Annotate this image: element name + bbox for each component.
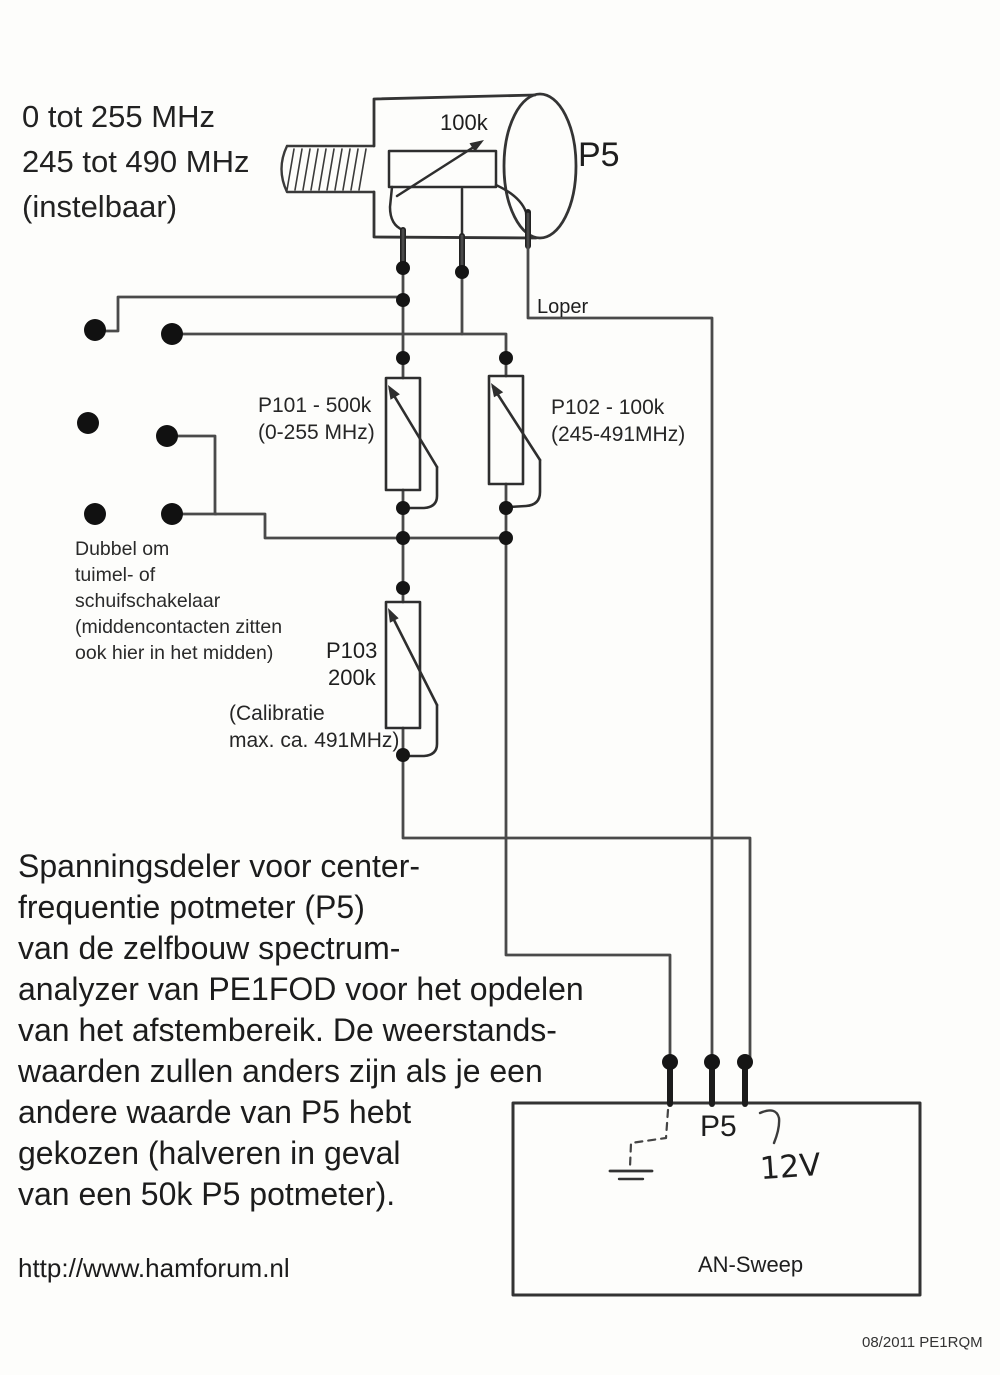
- description-line: analyzer van PE1FOD voor het opdelen: [18, 971, 584, 1007]
- calibration-note-line: (Calibratie: [229, 702, 325, 725]
- junction-dot: [396, 261, 410, 275]
- ground-symbol: [608, 1169, 654, 1181]
- terminal-dot: [737, 1054, 753, 1070]
- p101-label: P101 - 500k: [258, 394, 372, 417]
- p5-potentiometer-drawing: [280, 92, 578, 269]
- switch-note-line: (middencontacten zitten: [75, 616, 283, 638]
- switch-note-line: schuifschakelaar: [75, 590, 221, 612]
- junction-dot: [396, 351, 410, 365]
- switch-contact-dot: [84, 503, 106, 525]
- description-line: van het afstembereik. De weerstands-: [18, 1012, 557, 1048]
- switch-contact-dot: [77, 412, 99, 434]
- description-line: waarden zullen anders zijn als je een: [18, 1053, 543, 1089]
- description-line: Spanningsdeler voor center-: [18, 848, 421, 884]
- wiper-wire: [526, 212, 714, 1066]
- voltage-label: 12V: [758, 1146, 822, 1188]
- switch-note-line: Dubbel om: [75, 538, 170, 560]
- junction-dot: [396, 748, 410, 762]
- p5-name-label: P5: [578, 136, 620, 174]
- junction-dot: [499, 501, 513, 515]
- terminal-dot: [704, 1054, 720, 1070]
- an-sweep-box: [511, 1054, 922, 1297]
- p103-name-label: P103: [326, 638, 378, 663]
- wire: [165, 434, 404, 540]
- junction-dot: [396, 293, 410, 307]
- p102-label: P102 - 100k: [551, 396, 665, 419]
- p5-value-label: 100k: [440, 110, 488, 135]
- junction-dot: [396, 501, 410, 515]
- wiper-arrowhead: [469, 140, 484, 152]
- p103-symbol: [384, 600, 439, 758]
- description-line: van de zelfbouw spectrum-: [18, 930, 401, 966]
- credit-label: 08/2011 PE1RQM: [862, 1334, 983, 1351]
- description-line: andere waarde van P5 hebt: [18, 1094, 412, 1130]
- calibration-note-line: max. ca. 491MHz): [229, 729, 400, 752]
- switch-note-line: tuimel- of: [75, 564, 156, 586]
- range-note-line: (instelbaar): [22, 189, 178, 224]
- wire: [94, 295, 405, 333]
- range-note-line: 245 tot 490 MHz: [22, 144, 250, 179]
- p103-value-label: 200k: [328, 665, 376, 690]
- p101-range-label: (0-255 MHz): [258, 421, 375, 444]
- switch-contact-dot: [84, 319, 106, 341]
- arrow-squiggle: [758, 1109, 781, 1145]
- box-p5-label: P5: [700, 1110, 737, 1143]
- wire: [170, 332, 508, 378]
- loper-label: Loper: [537, 296, 589, 318]
- hamforum-url: http://www.hamforum.nl: [18, 1253, 290, 1283]
- junction-dot: [499, 351, 513, 365]
- switch-note-line: ook hier in het midden): [75, 642, 274, 664]
- range-note-line: 0 tot 255 MHz: [22, 99, 215, 134]
- p5-body: [372, 92, 578, 240]
- p5-track-resistor: [387, 140, 530, 242]
- switch-note: Dubbel om tuimel- of schuifschakelaar (m…: [75, 536, 282, 666]
- description-paragraph: Spanningsdeler voor center- frequentie p…: [18, 846, 584, 1215]
- switch-contact-dot: [161, 323, 183, 345]
- calibration-note: (Calibratie max. ca. 491MHz): [229, 700, 399, 754]
- junction-dot: [396, 581, 410, 595]
- switch-contact-dot: [161, 503, 183, 525]
- description-line: van een 50k P5 potmeter).: [18, 1176, 396, 1212]
- junction-dot: [396, 531, 410, 545]
- an-sweep-label: AN-Sweep: [698, 1252, 804, 1277]
- p5-shaft: [280, 144, 376, 194]
- box-terminals: [667, 1061, 748, 1107]
- terminal-dot: [662, 1054, 678, 1070]
- junction-dot: [499, 531, 513, 545]
- frequency-range-note: 0 tot 255 MHz 245 tot 490 MHz (instelbaa…: [22, 94, 249, 229]
- wire: [401, 726, 752, 1066]
- p101-symbol: [384, 376, 439, 510]
- description-line: gekozen (halveren in geval: [18, 1135, 401, 1171]
- junction-dots: [396, 261, 513, 762]
- switch-contact-dot: [156, 425, 178, 447]
- p102-symbol: [487, 374, 542, 509]
- junction-dot: [455, 265, 469, 279]
- wire: [504, 482, 672, 1066]
- switch-contacts: [77, 319, 183, 525]
- description-line: frequentie potmeter (P5): [18, 889, 365, 925]
- p102-range-label: (245-491MHz): [551, 423, 686, 446]
- wiper-arrow: [395, 141, 482, 198]
- dashed-internal-wire: [628, 1108, 670, 1169]
